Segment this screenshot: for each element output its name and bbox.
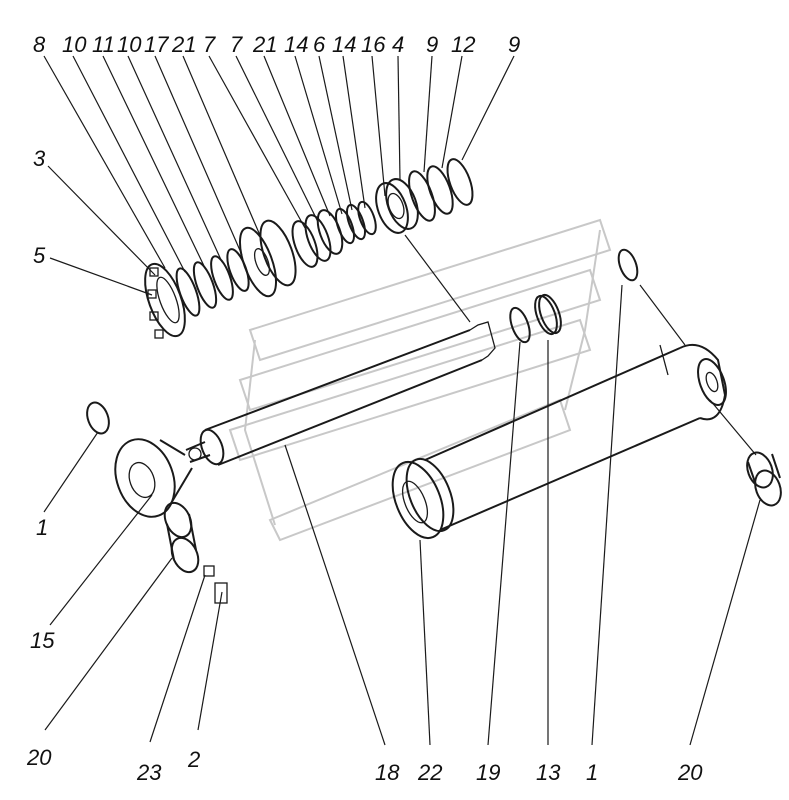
callout-20-left: 20 (26, 745, 52, 770)
o-ring-left (86, 401, 110, 435)
callout-20-right: 20 (677, 760, 703, 785)
bushing-right (746, 451, 782, 507)
callout-10: 10 (62, 32, 87, 57)
callout-1-right: 1 (586, 760, 598, 785)
leader-lines (43, 55, 761, 746)
piston-rod (185, 321, 496, 466)
o-ring-right (617, 248, 639, 282)
callout-19: 19 (476, 760, 500, 785)
bushing-left (163, 501, 200, 574)
callout-16: 16 (361, 32, 386, 57)
callout-9b: 9 (508, 32, 520, 57)
callout-13: 13 (536, 760, 561, 785)
callout-14b: 14 (332, 32, 356, 57)
gland-nut (375, 178, 419, 234)
callout-9: 9 (426, 32, 438, 57)
callout-7: 7 (203, 32, 216, 57)
callout-11: 11 (92, 32, 115, 57)
callout-17: 17 (144, 32, 169, 57)
callout-23: 23 (136, 760, 162, 785)
callout-8: 8 (33, 32, 46, 57)
rod-eye (114, 438, 193, 518)
callout-5: 5 (33, 243, 46, 268)
cylinder-barrel (391, 344, 727, 539)
grease-fitting (203, 565, 228, 604)
callout-labels: 8 10 11 10 17 21 7 7 21 14 6 14 16 4 9 1… (26, 32, 703, 785)
callout-21: 21 (171, 32, 196, 57)
callout-6: 6 (313, 32, 326, 57)
callout-14: 14 (284, 32, 308, 57)
callout-15: 15 (30, 628, 55, 653)
callout-21b: 21 (252, 32, 277, 57)
top-rings (408, 158, 474, 222)
piston (238, 219, 297, 298)
callout-4: 4 (392, 32, 404, 57)
callout-18: 18 (375, 760, 400, 785)
callout-3: 3 (33, 146, 46, 171)
callout-2: 2 (187, 747, 200, 772)
watermark-logo (228, 218, 612, 542)
rod-seals (509, 293, 562, 344)
callout-22: 22 (417, 760, 442, 785)
callout-1-left: 1 (36, 515, 48, 540)
callout-10b: 10 (117, 32, 142, 57)
guide-rings (291, 200, 377, 268)
callout-7b: 7 (230, 32, 243, 57)
callout-12: 12 (451, 32, 475, 57)
